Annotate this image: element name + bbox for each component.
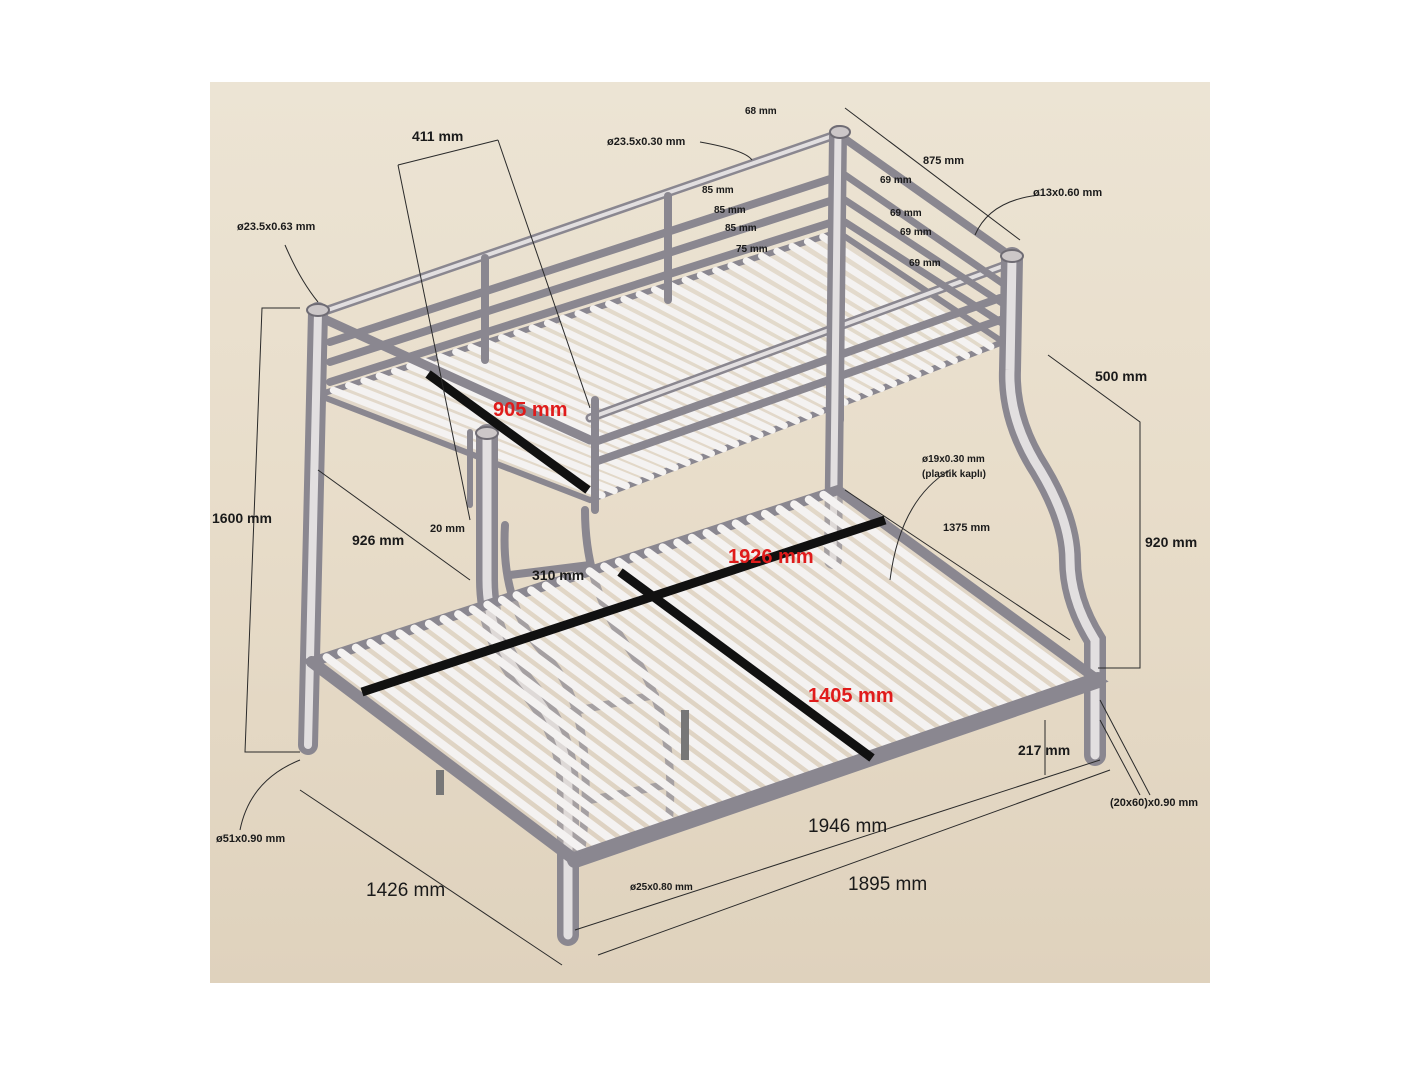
label-leg-tube: ø51x0.90 mm: [216, 833, 285, 845]
label-bottom-width: 1405 mm: [808, 685, 894, 707]
label-total-height: 1600 mm: [212, 510, 272, 526]
label-post-cap: 68 mm: [745, 106, 777, 117]
label-slat-note: (plastik kaplı): [922, 469, 986, 480]
label-side-depth: 500 mm: [1095, 368, 1147, 384]
slat: [819, 233, 995, 351]
label-top-bed-width: 926 mm: [352, 532, 404, 548]
label-ladder-offset: 20 mm: [430, 523, 465, 535]
labels: 1600 mm 926 mm 920 mm 500 mm 411 mm 905 …: [212, 106, 1198, 901]
label-ladder-tube: ø25x0.80 mm: [630, 882, 693, 893]
label-top-length: 905 mm: [493, 399, 568, 421]
label-outer-length: 1946 mm: [808, 816, 887, 837]
label-post-top-tube: ø23.5x0.63 mm: [237, 221, 315, 233]
lower-bunk: [301, 484, 1109, 868]
label-end-spacing-a: 69 mm: [880, 175, 912, 186]
label-floor-clearance: 217 mm: [1018, 742, 1070, 758]
label-frame-profile: (20x60)x0.90 mm: [1110, 797, 1198, 809]
upper-bunk: [308, 129, 1016, 514]
label-end-width: 875 mm: [923, 155, 964, 167]
label-end-spacing-c: 69 mm: [900, 227, 932, 238]
label-outer-width: 1426 mm: [366, 880, 445, 901]
label-rail-width: 411 mm: [412, 128, 463, 144]
label-guard-tube: ø23.5x0.30 mm: [607, 136, 685, 148]
label-rail-spacing-d: 75 mm: [736, 244, 768, 255]
label-rail-spacing-a: 85 mm: [702, 185, 734, 196]
label-end-rail-tube: ø13x0.60 mm: [1033, 187, 1102, 199]
label-clearance: 920 mm: [1145, 534, 1197, 550]
technical-drawing: 1600 mm 926 mm 920 mm 500 mm 411 mm 905 …: [210, 82, 1210, 983]
label-slat-tube: ø19x0.30 mm: [922, 454, 985, 465]
label-end-spacing-b: 69 mm: [890, 208, 922, 219]
label-rail-spacing-b: 85 mm: [714, 205, 746, 216]
label-end-spacing-d: 69 mm: [909, 258, 941, 269]
label-rail-spacing-c: 85 mm: [725, 223, 757, 234]
dimension-lines: [239, 107, 1151, 966]
label-inner-length: 1895 mm: [848, 874, 927, 895]
label-bottom-diagonal: 1926 mm: [728, 546, 814, 568]
bunk-bed-drawing: 1600 mm 926 mm 920 mm 500 mm 411 mm 905 …: [212, 106, 1198, 966]
label-side-rail: 1375 mm: [943, 522, 990, 534]
measure-bars: [360, 370, 887, 762]
label-ladder-width: 310 mm: [532, 567, 584, 583]
